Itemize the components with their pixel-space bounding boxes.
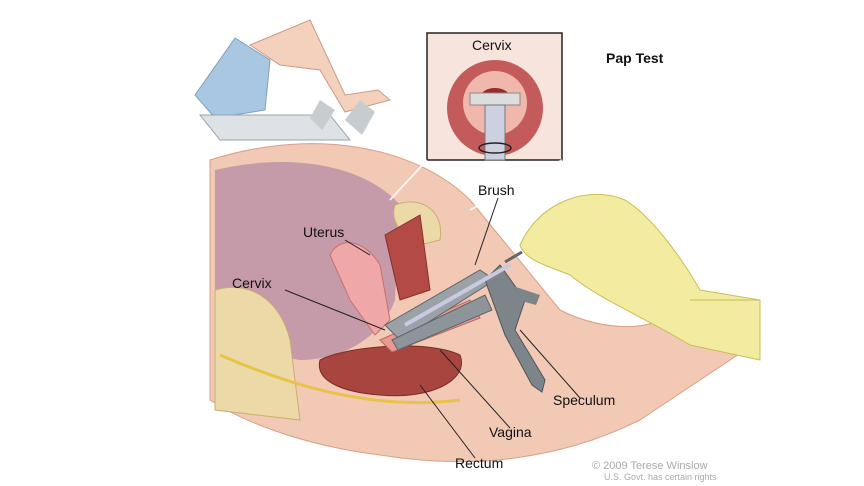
cervix-inset <box>389 32 563 211</box>
copyright-line: © 2009 Terese Winslow <box>592 460 708 472</box>
label-vagina: Vagina <box>489 424 532 440</box>
label-uterus: Uterus <box>303 224 345 240</box>
gloved-hand <box>519 193 761 361</box>
label-brush: Brush <box>478 182 515 198</box>
leader-lines <box>284 197 581 459</box>
label-speculum: Speculum <box>553 392 616 408</box>
brush <box>404 250 523 327</box>
inset-title: Cervix <box>472 37 512 53</box>
label-cervix: Cervix <box>232 275 272 291</box>
label-rectum: Rectum <box>455 455 504 471</box>
figure-title: Pap Test <box>606 50 664 66</box>
rights-line: U.S. Govt. has certain rights <box>604 472 717 482</box>
patient-on-exam-table <box>194 19 392 141</box>
